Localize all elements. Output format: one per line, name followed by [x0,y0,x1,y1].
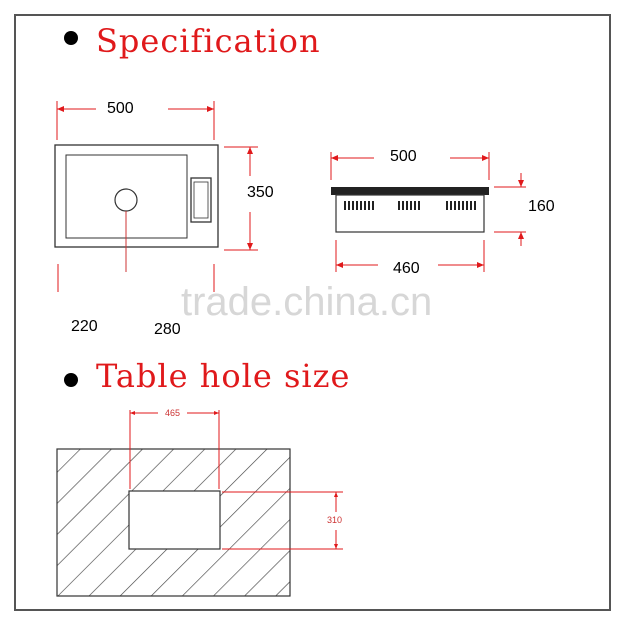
watermark: trade.china.cn [181,280,433,324]
side-height-label: 160 [528,198,555,215]
burner-circle [114,188,138,212]
spec-bullet [64,31,78,45]
table-heading: Table hole size [96,357,351,395]
front-view-outer-outline [54,144,219,248]
side-bottom-width-label: 460 [393,260,420,277]
table-hole-drawing [56,410,343,597]
hole-width-label: 465 [165,408,181,418]
spec-heading: Specification [96,22,321,60]
cutout-hole [128,490,221,550]
hole-height-label: 310 [327,515,343,525]
side-view-top-plate [331,187,489,195]
control-panel [190,177,212,223]
side-view-drawing [330,152,526,272]
side-top-width-label: 500 [390,148,417,165]
side-view-body [335,194,485,233]
front-width-label: 500 [107,100,134,117]
front-offset-right-label: 280 [154,321,181,338]
table-bullet [64,373,78,387]
front-offset-left-label: 220 [71,318,98,335]
front-view-drawing [54,101,258,292]
front-height-label: 350 [247,184,274,201]
